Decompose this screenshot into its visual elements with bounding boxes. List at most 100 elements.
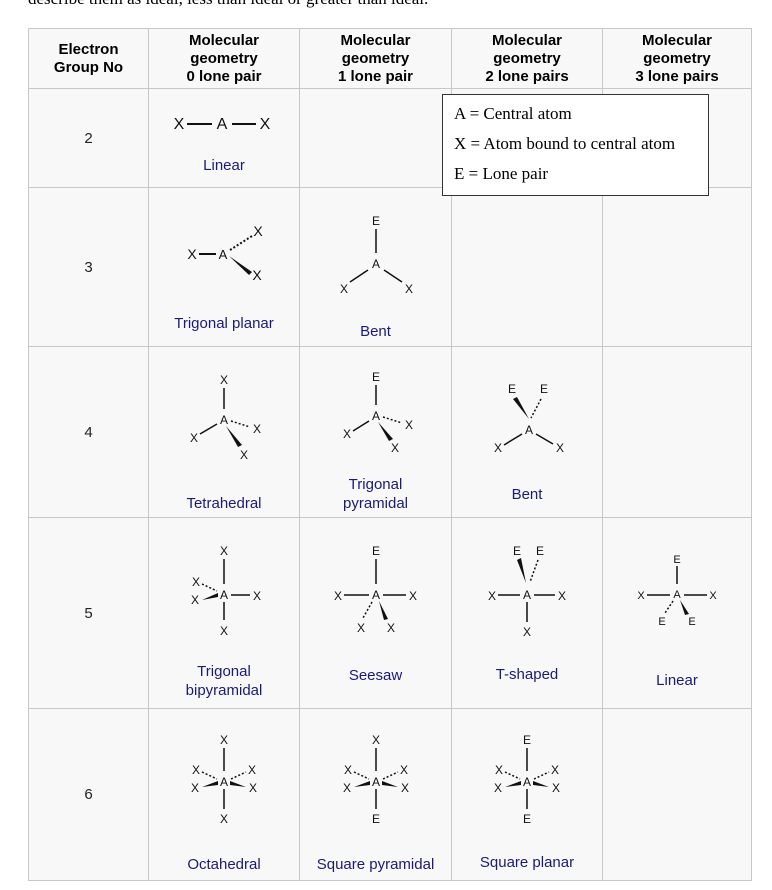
svg-text:A: A [523,588,531,602]
linear-trigonal-bipyramidal-molecule-diagram: E A X X E E [637,554,717,628]
svg-text:A: A [220,413,228,427]
svg-text:A: A [371,588,379,602]
svg-text:A: A [525,423,533,437]
geometry-cell: X A X X Trigonal planar [148,187,300,347]
svg-text:X: X [400,781,408,795]
svg-text:X: X [558,589,566,603]
group-number: 2 [28,88,149,188]
svg-text:A: A [371,257,379,271]
group-number: 4 [28,346,149,518]
svg-text:X: X [253,223,263,239]
geometry-label: Linear [656,672,698,689]
svg-text:X: X [494,441,502,455]
svg-text:X: X [253,422,261,436]
svg-text:X: X [556,441,564,455]
seesaw-molecule-diagram: E A X X X X [333,544,416,635]
svg-text:E: E [523,733,531,747]
geometry-label: Trigonal planar [174,315,274,332]
geometry-cell: X A X X X X E Square pyramidal [299,708,452,881]
svg-text:X: X [253,589,261,603]
square-pyramidal-molecule-diagram: X A X X X X E [342,733,408,826]
svg-text:E: E [371,544,379,558]
trigonal-bipyramidal-molecule-diagram: X A X X X X [191,544,261,638]
svg-text:X: X [191,781,199,795]
bent-molecule-diagram: E A X X [339,214,412,296]
group-number: 3 [28,187,149,347]
svg-text:X: X [404,282,412,296]
svg-text:X: X [220,733,228,747]
svg-text:X: X [408,589,416,603]
geometry-label: Square planar [479,854,575,871]
legend-bound-atom: X = Atom bound to central atom [454,134,676,153]
square-planar-molecule-diagram: E A X X X X E [494,733,560,826]
svg-text:X: X [248,763,256,777]
svg-text:E: E [508,382,516,396]
table-row: 6 X A X X X X X Octahedral X [28,708,752,881]
svg-text:X: X [220,544,228,558]
svg-text:X: X [386,621,394,635]
geometry-label: Seesaw [348,667,403,684]
svg-text:E: E [371,370,379,384]
svg-text:X: X [637,590,645,602]
geometry-label: Tetrahedral [186,495,262,512]
trigonal-pyramidal-molecule-diagram: E A X X X [342,370,412,455]
svg-text:A: A [219,247,228,262]
svg-text:X: X [390,441,398,455]
trigonal-planar-molecule-diagram: X A X X [187,223,263,283]
svg-text:E: E [540,382,548,396]
svg-text:X: X [343,763,351,777]
svg-text:A: A [217,116,228,133]
svg-text:X: X [356,621,364,635]
svg-text:E: E [513,544,521,558]
svg-text:E: E [536,544,544,558]
svg-text:X: X [187,246,197,262]
linear-molecule-diagram: X A X [174,116,271,133]
geometry-label: Bent [511,486,543,503]
octahedral-molecule-diagram: X A X X X X X [191,733,257,826]
group-number: 6 [28,708,149,881]
svg-text:E: E [371,812,379,826]
empty-cell [299,88,452,188]
svg-text:X: X [495,763,503,777]
svg-text:X: X [371,733,379,747]
svg-text:X: X [220,373,228,387]
svg-text:X: X [552,781,560,795]
tetrahedral-molecule-diagram: X A X X X [190,373,261,462]
geometry-label: Square pyramidal [316,856,435,873]
geometry-cell: X A X X X Tetrahedral [148,346,300,518]
t-shaped-molecule-diagram: E E A X X X [488,544,566,639]
geometry-cell: E A X X E E Linear [602,517,752,709]
svg-text:X: X [339,282,347,296]
geometry-label: T-shaped [495,666,559,683]
empty-cell [451,187,603,347]
svg-text:X: X [220,624,228,638]
svg-text:X: X [220,812,228,826]
svg-text:A: A [220,588,228,602]
geometry-label: Octahedral [187,856,261,873]
svg-text:X: X [192,763,200,777]
svg-text:X: X [494,781,502,795]
svg-text:X: X [191,593,199,607]
group-number: 5 [28,517,149,709]
svg-text:X: X [488,589,496,603]
svg-text:A: A [523,775,531,789]
svg-text:X: X [249,781,257,795]
svg-text:A: A [220,775,228,789]
svg-text:A: A [371,409,379,423]
svg-text:E: E [658,616,665,628]
svg-text:X: X [404,418,412,432]
geometry-cell: E A X X X X Seesaw [299,517,452,709]
svg-text:E: E [523,812,531,826]
svg-text:X: X [192,575,200,589]
svg-text:X: X [174,116,185,133]
table-row: 4 X A X X X Tetrahedral E A [28,346,752,518]
